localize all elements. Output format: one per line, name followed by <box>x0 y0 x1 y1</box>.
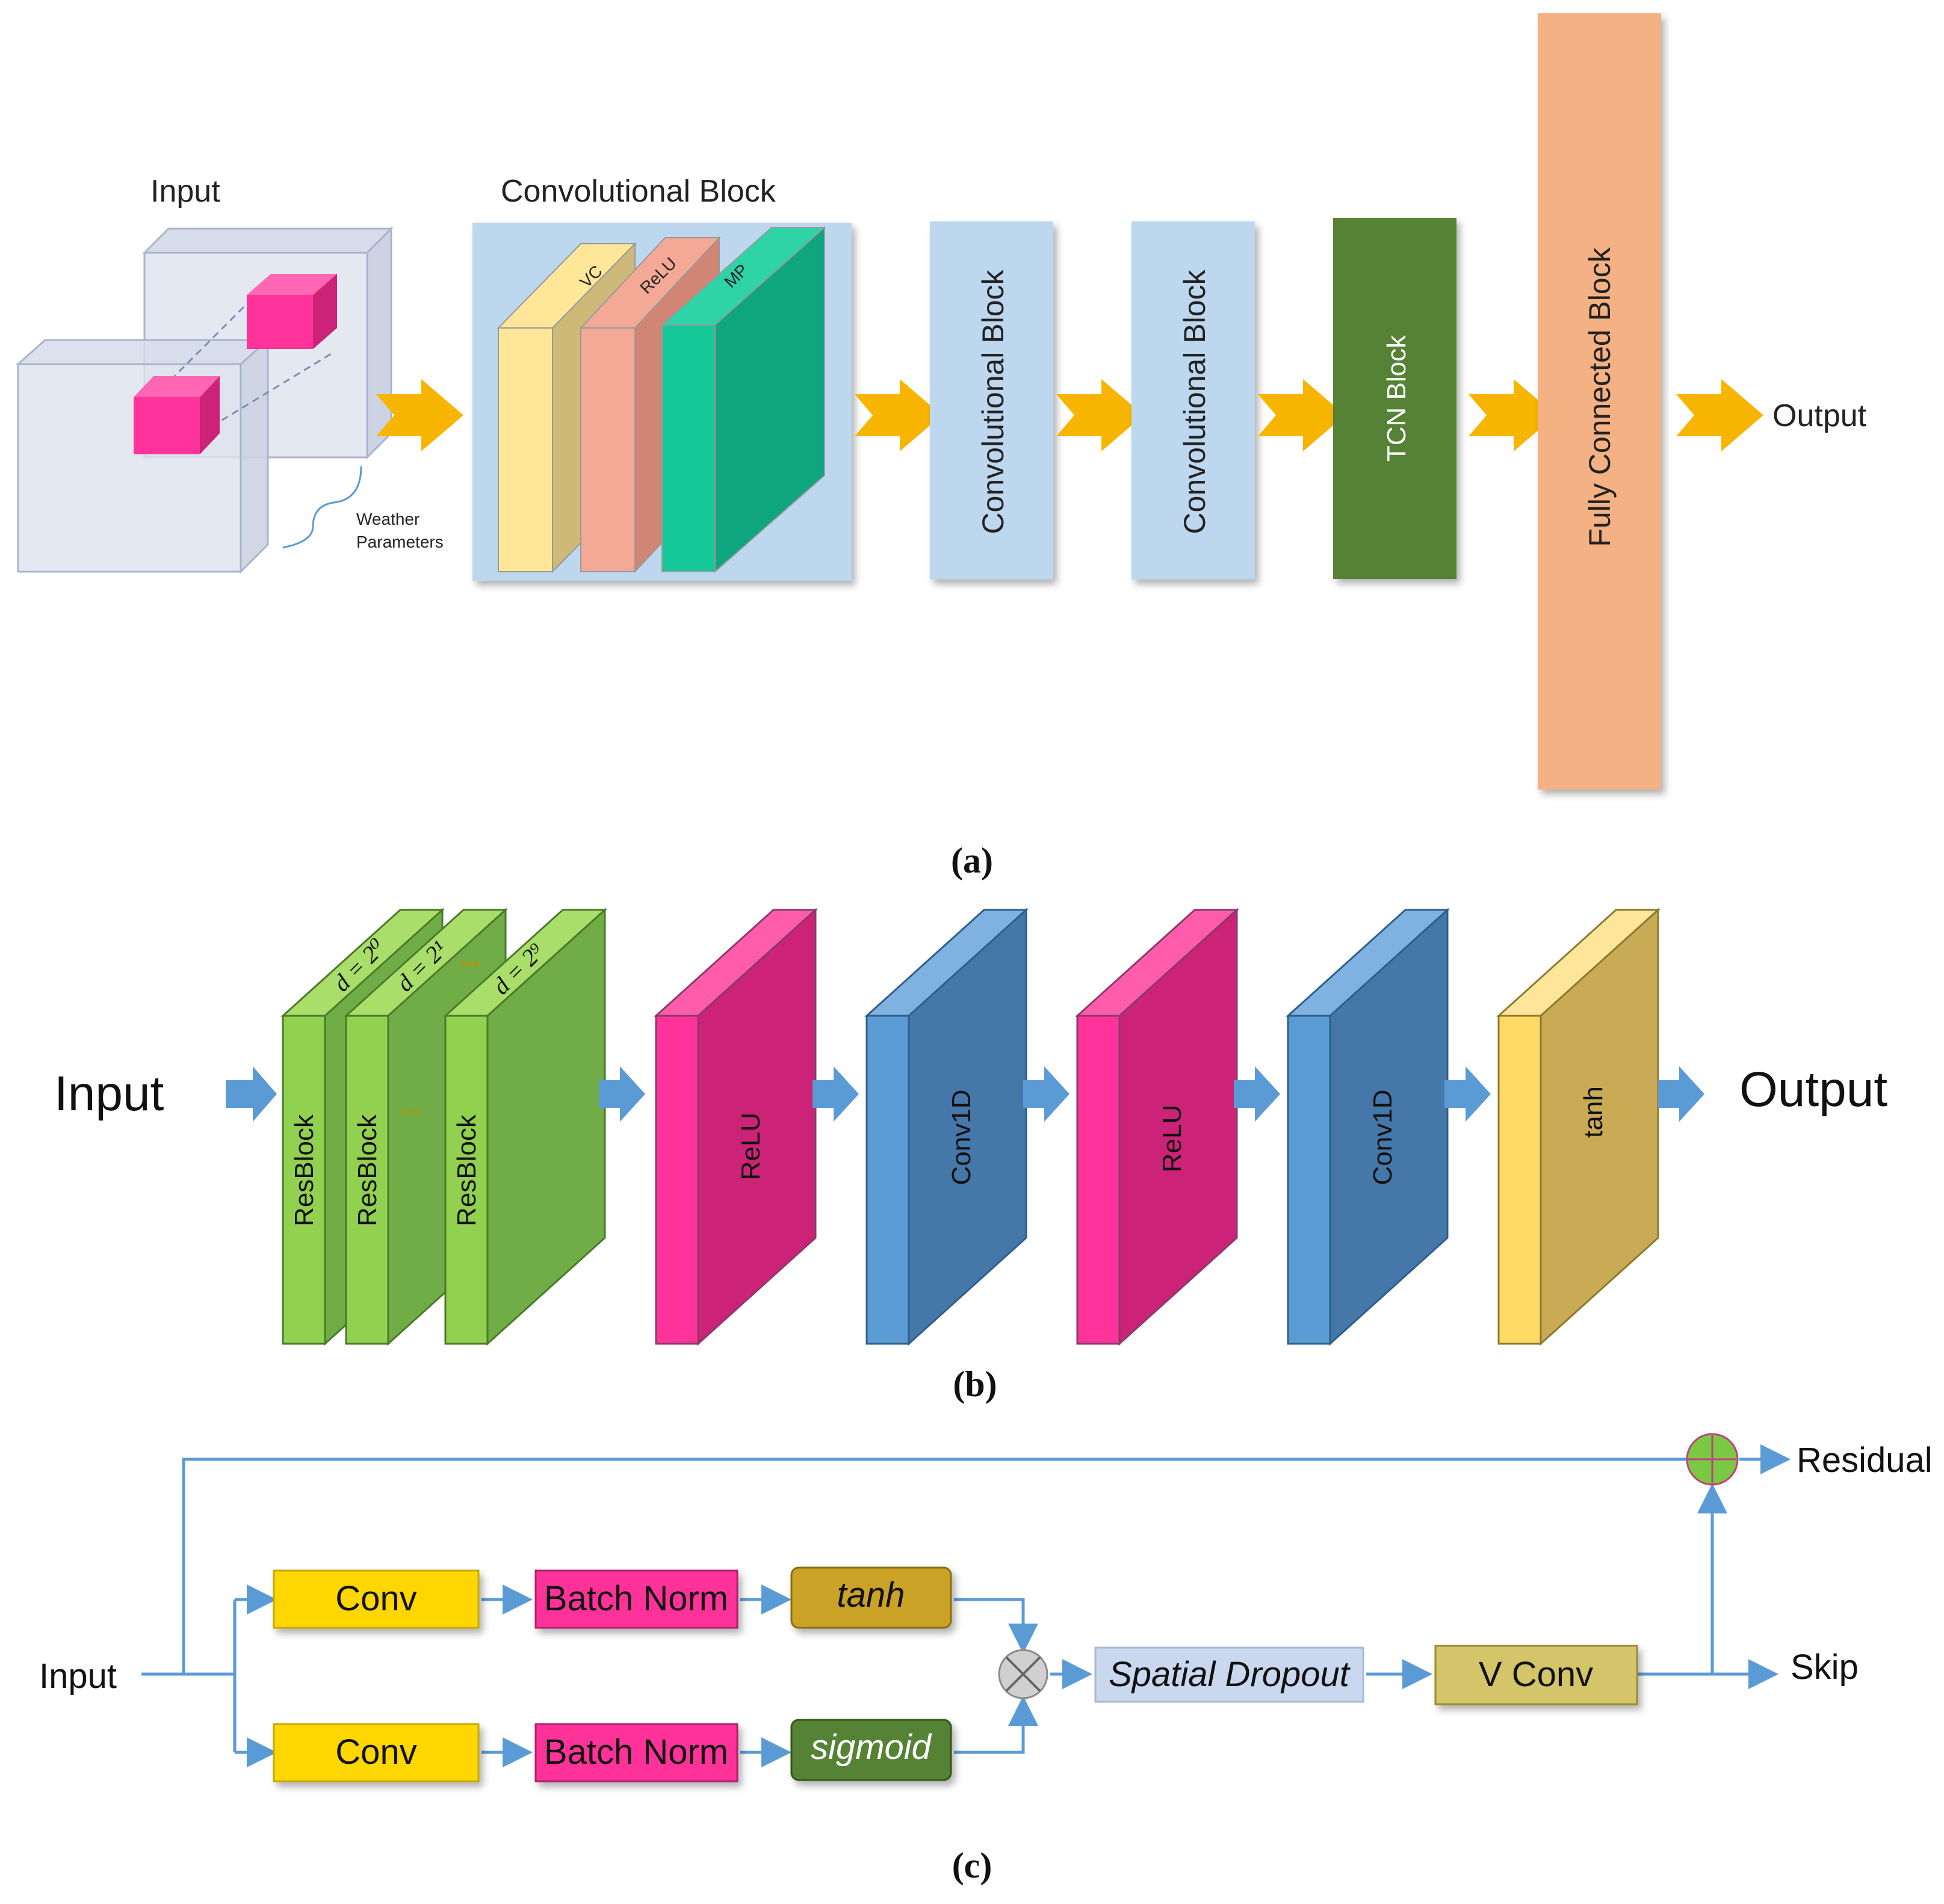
relu-1-label: ReLU <box>736 1113 766 1181</box>
conv1d-block-2: Conv1D <box>1286 907 1450 1346</box>
resblock-1-label: ResBlock <box>289 1114 319 1226</box>
spatial-dropout-box: Spatial Dropout <box>1094 1646 1364 1703</box>
input-cube-front <box>134 376 220 454</box>
fully-connected-label: Fully Connected Block <box>1583 247 1617 546</box>
tcn-block: TCN Block <box>1333 218 1456 579</box>
resblock-2-label: ResBlock <box>353 1114 382 1226</box>
residual-label: Residual <box>1797 1441 1933 1480</box>
relu-2-label: ReLU <box>1157 1105 1187 1173</box>
conv-bottom-box: Conv <box>273 1723 480 1782</box>
flow-lines <box>141 1444 1791 1767</box>
conv1d-1-label: Conv1D <box>947 1090 976 1185</box>
conv-block-title: Convolutional Block <box>501 174 776 209</box>
panel-c: Input Conv Conv Batch Norm Batch Norm ta… <box>39 1433 1933 1885</box>
batch-norm-top-label: Batch Norm <box>544 1579 728 1618</box>
sigmoid-box-label: sigmoid <box>811 1728 932 1767</box>
batch-norm-bottom-label: Batch Norm <box>544 1732 728 1772</box>
relu-block-2: ReLU <box>1075 907 1239 1346</box>
input-title: Input <box>150 174 220 209</box>
conv-top-label: Conv <box>335 1579 416 1618</box>
caption-b: (b) <box>953 1364 997 1404</box>
vconv-box: V Conv <box>1434 1645 1638 1705</box>
layer-mp: MP <box>660 226 826 573</box>
arrow-a-5 <box>1469 379 1556 451</box>
conv-block-2: Convolutional Block <box>930 221 1053 580</box>
tanh-block: tanh <box>1496 907 1661 1346</box>
batch-norm-top-box: Batch Norm <box>534 1569 738 1629</box>
input-b: Input <box>54 1066 164 1121</box>
arrow-b-6 <box>1444 1066 1491 1122</box>
add-node <box>1686 1433 1739 1486</box>
batch-norm-bottom-box: Batch Norm <box>534 1723 738 1782</box>
spatial-dropout-label: Spatial Dropout <box>1109 1655 1351 1694</box>
input-c: Input <box>39 1657 117 1696</box>
ellipsis-middle: ... <box>400 1092 420 1119</box>
arrow-b-5 <box>1234 1066 1280 1122</box>
relu-block-1: ReLU <box>654 907 818 1346</box>
output-a: Output <box>1772 398 1867 433</box>
resblock-3-label: ResBlock <box>452 1114 481 1226</box>
arrow-a-2 <box>855 379 942 451</box>
output-b: Output <box>1739 1062 1887 1117</box>
fully-connected-block: Fully Connected Block <box>1538 13 1661 790</box>
caption-c: (c) <box>952 1846 992 1885</box>
input-cube-back <box>247 274 337 349</box>
multiply-node <box>998 1649 1048 1699</box>
tanh-box: tanh <box>790 1566 952 1629</box>
skip-label: Skip <box>1791 1648 1859 1687</box>
conv-block-expanded: Convolutional Block VC ReLU MP <box>472 174 852 581</box>
tanh-label: tanh <box>1579 1086 1608 1138</box>
weather-label-line2: Parameters <box>356 533 444 551</box>
ellipsis-top: ... <box>460 945 480 971</box>
conv1d-block-1: Conv1D <box>864 907 1029 1346</box>
arrow-a-6 <box>1676 379 1763 451</box>
arrow-b-2 <box>599 1066 645 1122</box>
resblock-3: ResBlock d = 2⁹ <box>443 907 607 1346</box>
conv-bottom-label: Conv <box>335 1732 416 1772</box>
input-volume <box>16 226 394 574</box>
weather-label-line1: Weather <box>356 510 419 528</box>
conv-block-3: Convolutional Block <box>1131 221 1255 580</box>
tanh-box-label: tanh <box>837 1575 905 1615</box>
vconv-label: V Conv <box>1479 1655 1593 1694</box>
arrow-b-7 <box>1658 1066 1704 1122</box>
arrow-b-3 <box>813 1066 859 1122</box>
tcn-block-label: TCN Block <box>1382 335 1411 462</box>
conv-top-box: Conv <box>273 1569 480 1629</box>
conv-block-3-label: Convolutional Block <box>1178 269 1212 534</box>
conv-block-2-label: Convolutional Block <box>976 269 1010 534</box>
arrow-a-4 <box>1258 379 1345 451</box>
arrow-b-1 <box>226 1066 277 1122</box>
arrow-a-3 <box>1056 379 1144 451</box>
arrow-b-4 <box>1023 1066 1070 1122</box>
caption-a: (a) <box>951 841 993 880</box>
panel-a: Input Weather Parameters Convolutional B… <box>16 13 1867 880</box>
arrow-a-1 <box>376 379 463 451</box>
panel-b: Input ResBlock d = 2⁰ ResBlock d = 2¹ ..… <box>54 907 1887 1404</box>
conv1d-2-label: Conv1D <box>1368 1090 1398 1185</box>
sigmoid-box: sigmoid <box>790 1719 952 1781</box>
